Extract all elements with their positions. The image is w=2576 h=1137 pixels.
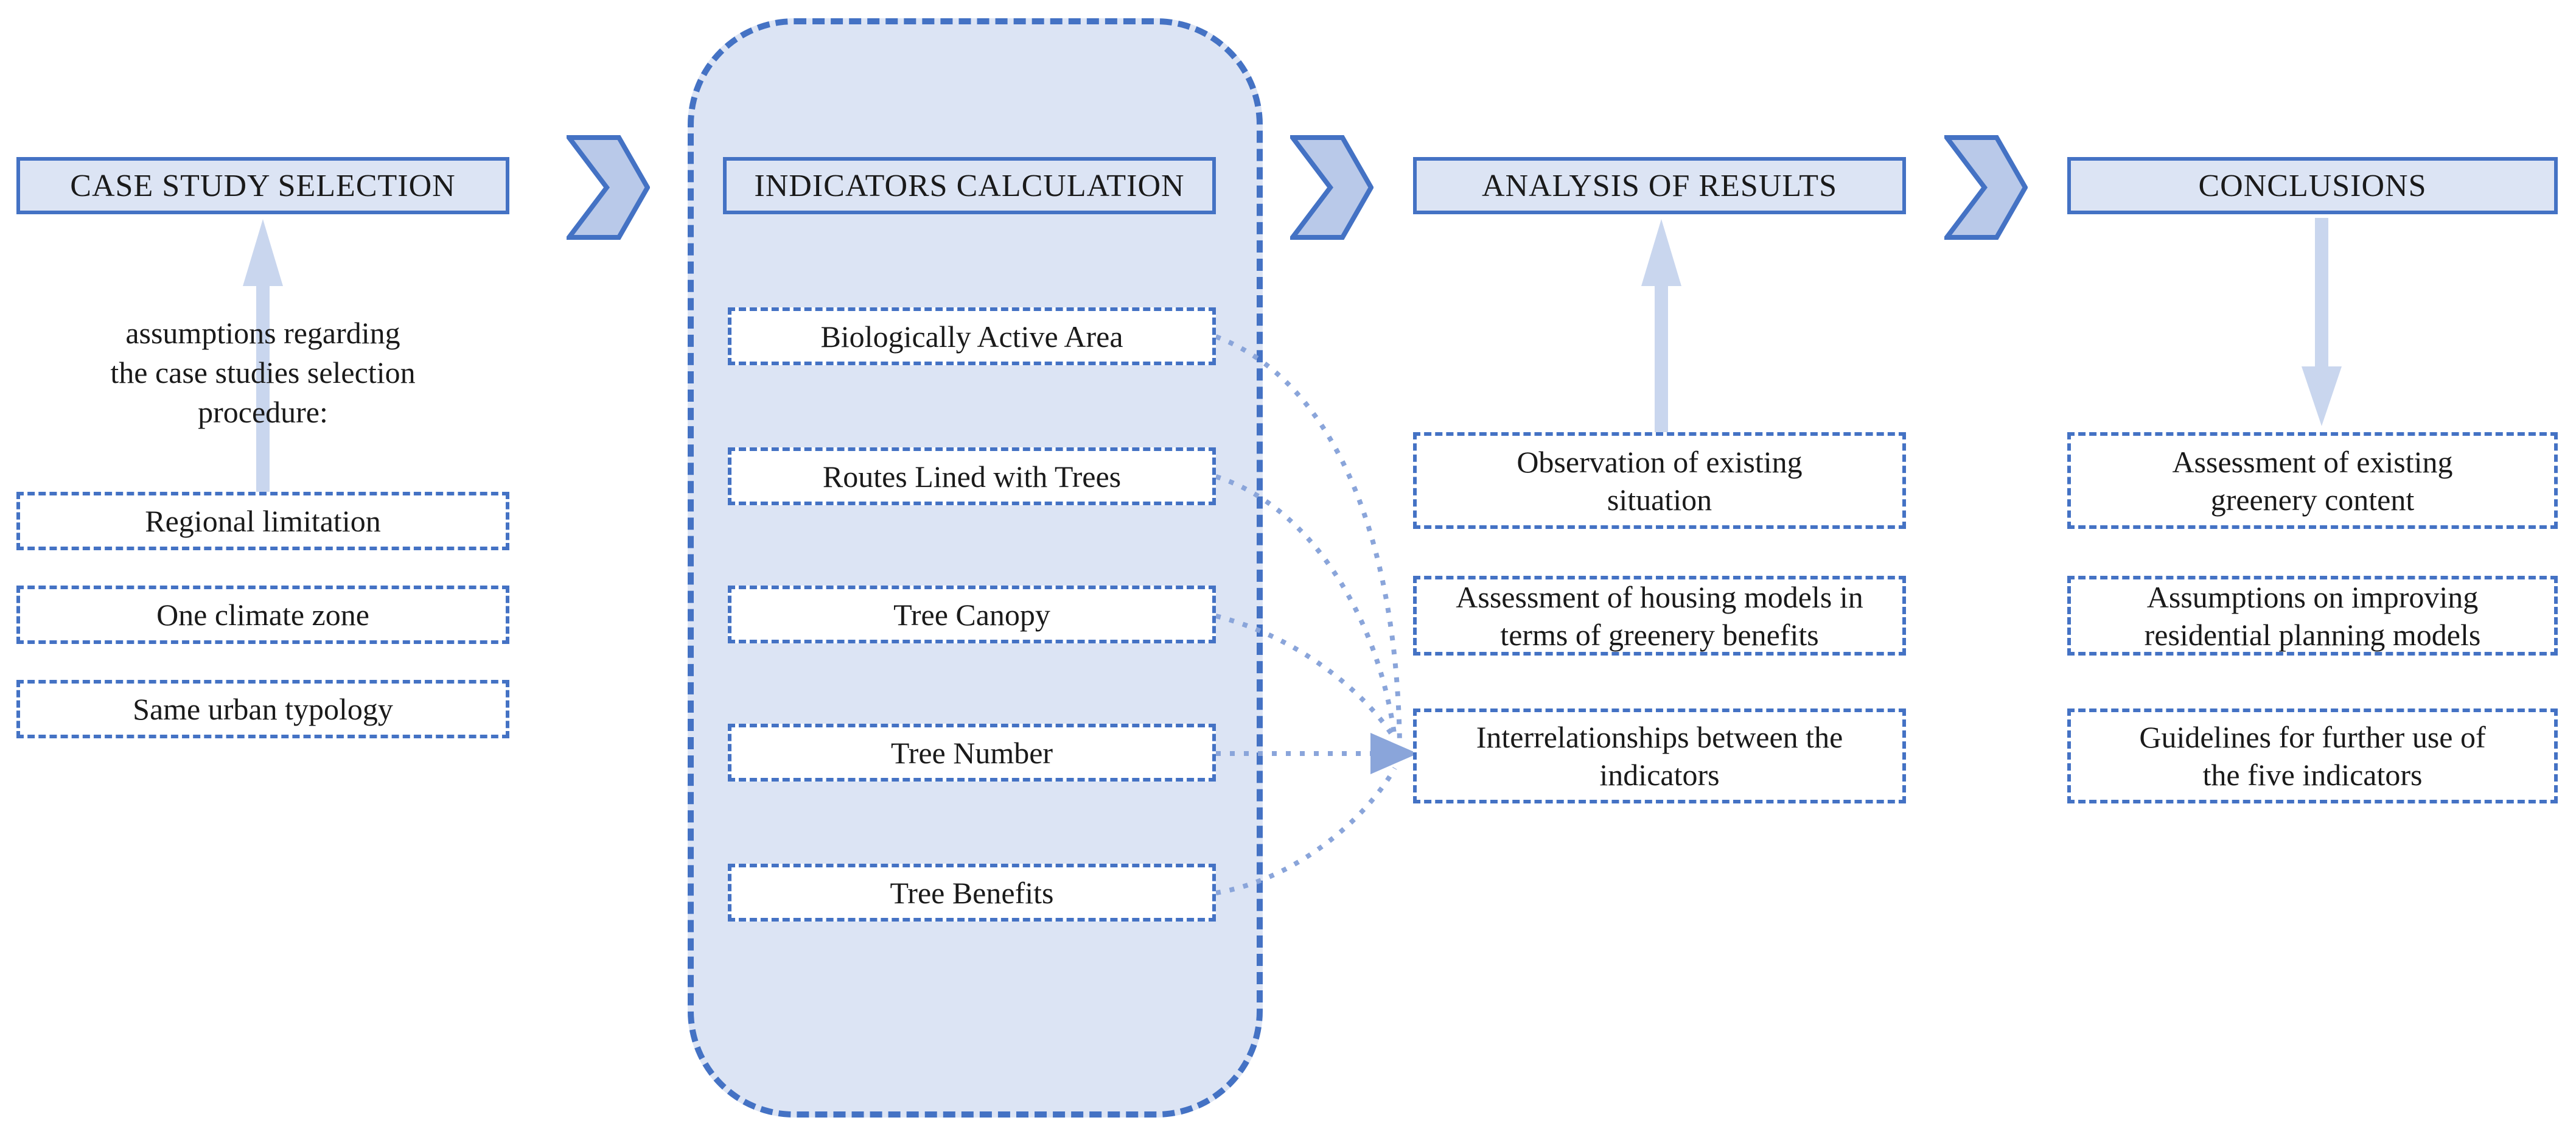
case-selection-note: assumptions regarding the case studies s… [29, 313, 497, 432]
box-assumptions-improving-models: Assumptions on improving residential pla… [2067, 576, 2558, 656]
box-interrelationships-indicators: Interrelationships between the indicator… [1413, 708, 1906, 803]
connector-tree-benefits [1215, 767, 1397, 895]
box-label: Tree Benefits [890, 875, 1054, 910]
box-label: Assessment of housing models in terms of… [1456, 579, 1863, 652]
note-line: procedure: [198, 395, 328, 429]
chevron-right-icon [1944, 135, 2028, 240]
box-label: Observation of existing situation [1517, 444, 1803, 517]
box-label: Guidelines for further use of the five i… [2139, 720, 2486, 792]
box-routes-lined-with-trees: Routes Lined with Trees [728, 447, 1216, 505]
arrow-down-conclusions-icon [2302, 218, 2342, 426]
connector-tree-canopy [1215, 614, 1395, 737]
stage-header-indicators-calculation: INDICATORS CALCULATION [723, 157, 1216, 214]
box-guidelines-further-use: Guidelines for further use of the five i… [2067, 708, 2558, 803]
stage-header-analysis-of-results: ANALYSIS OF RESULTS [1413, 157, 1906, 214]
box-biologically-active-area: Biologically Active Area [728, 307, 1216, 365]
arrow-up-analysis-icon [1641, 219, 1681, 433]
box-label: Assumptions on improving residential pla… [2144, 579, 2481, 652]
box-label: One climate zone [156, 598, 369, 632]
note-line: the case studies selection [110, 355, 416, 390]
box-one-climate-zone: One climate zone [16, 586, 509, 644]
stage-header-case-study-selection: CASE STUDY SELECTION [16, 157, 509, 214]
chevron-right-icon [567, 135, 650, 240]
box-same-urban-typology: Same urban typology [16, 680, 509, 738]
box-label: Biologically Active Area [820, 319, 1123, 354]
arrow-up-case-study-icon [243, 219, 283, 493]
box-assessment-existing-greenery: Assessment of existing greenery content [2067, 432, 2558, 529]
box-assessment-housing-models: Assessment of housing models in terms of… [1413, 576, 1906, 656]
arrowhead-right-icon [1370, 733, 1418, 774]
box-label: Tree Number [890, 735, 1053, 770]
box-tree-canopy: Tree Canopy [728, 586, 1216, 643]
connector-routes-lined-with-trees [1215, 474, 1397, 738]
box-label: Routes Lined with Trees [822, 459, 1122, 494]
box-tree-benefits: Tree Benefits [728, 864, 1216, 922]
stage-header-conclusions: CONCLUSIONS [2067, 157, 2558, 214]
box-label: Tree Canopy [893, 597, 1050, 632]
box-label: Same urban typology [133, 692, 393, 726]
box-label: Interrelationships between the indicator… [1476, 720, 1843, 792]
box-tree-number: Tree Number [728, 724, 1216, 782]
note-line: assumptions regarding [125, 316, 400, 350]
box-label: Assessment of existing greenery content [2172, 444, 2453, 517]
chevron-right-icon [1290, 135, 1374, 240]
box-label: Regional limitation [145, 504, 381, 538]
box-regional-limitation: Regional limitation [16, 492, 509, 550]
box-observation-existing-situation: Observation of existing situation [1413, 432, 1906, 529]
